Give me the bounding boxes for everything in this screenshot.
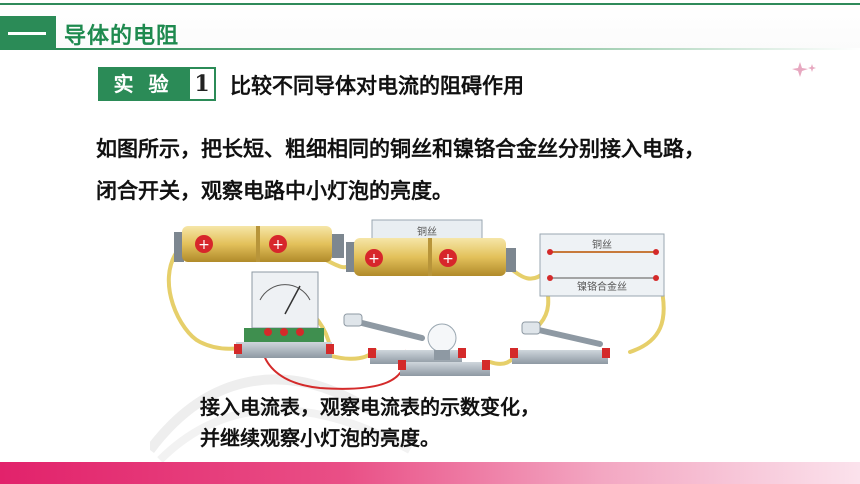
instruction-text: 如图所示，把长短、粗细相同的铜丝和镍铬合金丝分别接入电路， 闭合开关，观察电路中… (96, 128, 836, 212)
sparkle-icon (792, 62, 816, 77)
battery-pack-left: + + (174, 226, 344, 262)
caption-text: 接入电流表，观察电流表的示数变化， 并继续观察小灯泡的亮度。 (200, 392, 540, 454)
svg-text:+: + (198, 237, 210, 253)
footer-band (0, 462, 860, 484)
svg-text:+: + (272, 237, 284, 253)
board-right-label-1: 铜丝 (592, 239, 612, 251)
wire-board-top: 铜丝 (371, 219, 483, 243)
chevron-right-icon (178, 67, 190, 101)
experiment-number: 1 (188, 67, 216, 101)
ammeter (234, 271, 334, 358)
section-title: 导体的电阻 (64, 24, 180, 49)
caption-line-1: 接入电流表，观察电流表的示数变化， (200, 395, 540, 419)
section-marker-icon (0, 16, 56, 50)
caption-line-2: 并继续观察小灯泡的亮度。 (200, 426, 440, 450)
instruction-line-2: 闭合开关，观察电路中小灯泡的亮度。 (96, 179, 453, 203)
board-right-label-2: 镍铬合金丝 (577, 280, 627, 293)
svg-text:+: + (368, 251, 380, 267)
header-band (0, 0, 860, 48)
experiment-title: 比较不同导体对电流的阻碍作用 (230, 74, 524, 98)
section-underline (56, 48, 860, 50)
wire-board-right: 铜丝 镍铬合金丝 (539, 233, 665, 297)
switch-right (510, 321, 610, 364)
experiment-badge: 实 验 (98, 67, 188, 101)
svg-text:+: + (442, 251, 454, 267)
background-curves (150, 374, 412, 463)
instruction-line-1: 如图所示，把长短、粗细相同的铜丝和镍铬合金丝分别接入电路， (96, 137, 705, 161)
light-bulb (398, 323, 490, 376)
circuit-diagram: + + 铜丝 + + (166, 219, 666, 390)
header-top-line (0, 3, 860, 5)
board-top-label: 铜丝 (417, 226, 437, 238)
battery-pack-right: + + (346, 238, 516, 276)
